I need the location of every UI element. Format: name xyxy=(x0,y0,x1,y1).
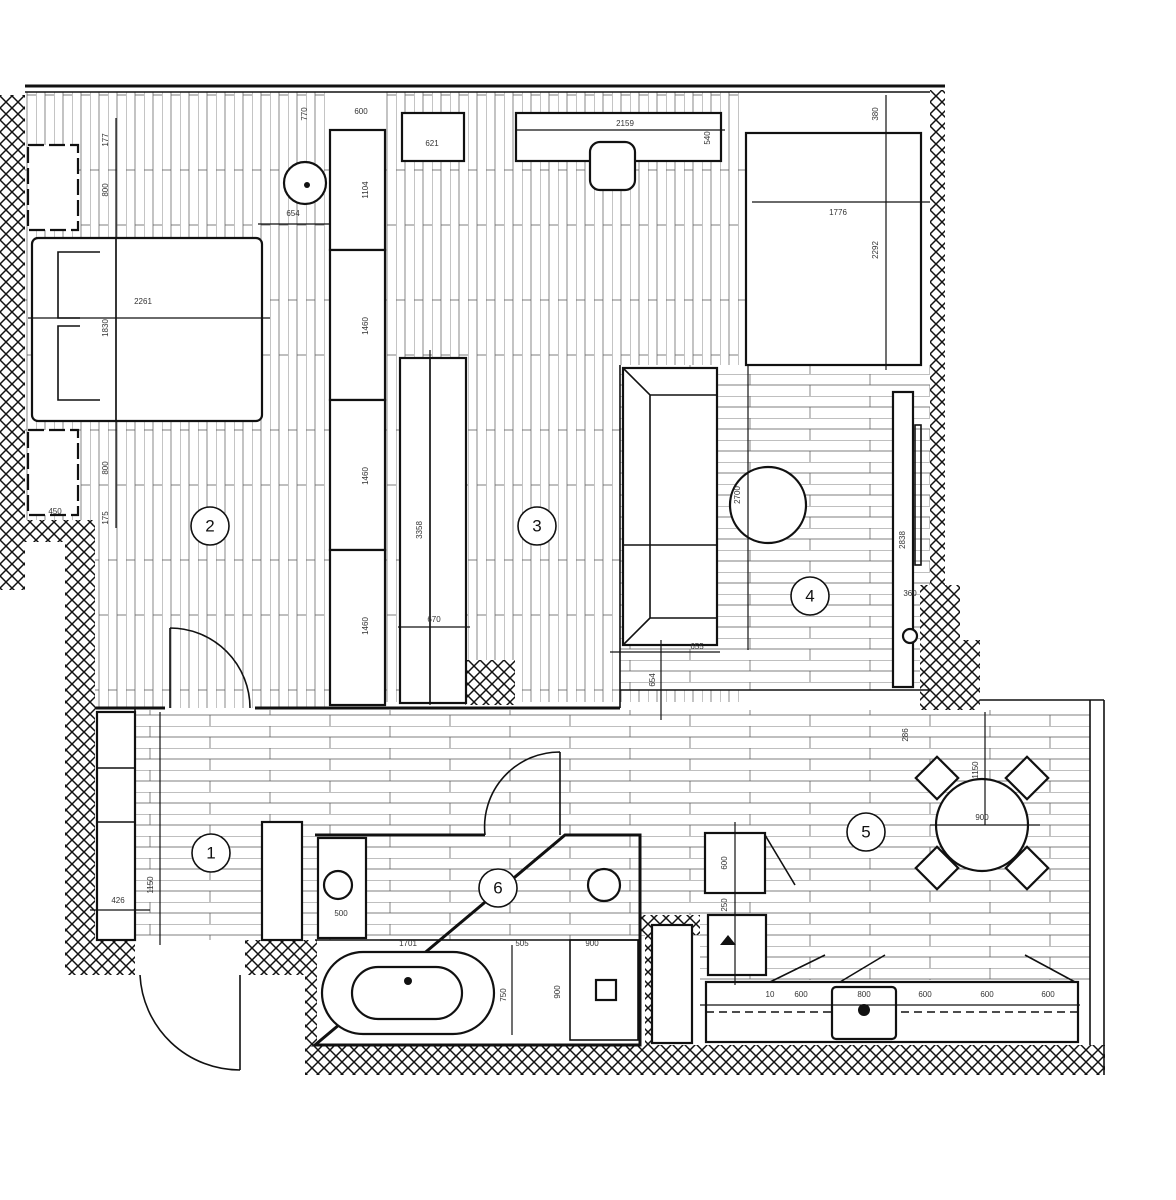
dim: 500 xyxy=(334,909,348,918)
dim: 900 xyxy=(585,939,599,948)
room-6-marker: 6 xyxy=(478,868,518,908)
dim: 1460 xyxy=(361,467,370,485)
dim-bed-width: 1830 xyxy=(101,319,110,337)
room-number: 1 xyxy=(206,844,215,863)
coffee-table xyxy=(728,465,808,545)
dim: 600 xyxy=(980,990,994,999)
dim-bed-length: 2261 xyxy=(134,297,152,306)
dim: 175 xyxy=(101,511,110,525)
dim: 750 xyxy=(499,988,508,1002)
dim: 900 xyxy=(553,985,562,999)
room-4-marker: 4 xyxy=(790,576,830,616)
dim: 800 xyxy=(101,183,110,197)
dim: 450 xyxy=(48,507,62,516)
dim: 770 xyxy=(300,107,309,121)
dim: 360 xyxy=(903,589,917,598)
dim: 286 xyxy=(901,728,910,742)
chairs xyxy=(914,755,1050,891)
dim: 654 xyxy=(286,209,300,218)
dim: 800 xyxy=(857,990,871,999)
oven xyxy=(706,913,768,977)
dim: 250 xyxy=(720,898,729,912)
bathroom-door xyxy=(483,751,561,836)
dim: 621 xyxy=(425,139,439,148)
room-number: 2 xyxy=(205,517,214,536)
dim: 1776 xyxy=(829,208,847,217)
doors xyxy=(139,627,561,1071)
dimension-lines xyxy=(28,95,1080,1035)
dim: 2700 xyxy=(733,486,742,504)
room-number: 6 xyxy=(493,879,502,898)
bedroom-furniture xyxy=(26,128,387,707)
dim: 600 xyxy=(354,107,368,116)
room-number: 5 xyxy=(861,823,870,842)
walls xyxy=(0,84,1105,1075)
dim: 177 xyxy=(101,133,110,147)
room-number: 3 xyxy=(532,517,541,536)
bedroom-door xyxy=(169,627,251,709)
room-2-marker: 2 xyxy=(190,506,230,546)
dim: 2292 xyxy=(871,241,880,259)
dim: 3358 xyxy=(415,521,424,539)
dim: 900 xyxy=(975,813,989,822)
dim: 2838 xyxy=(898,531,907,549)
living-furniture xyxy=(621,131,923,689)
kitchen xyxy=(650,831,1080,1045)
dim: 540 xyxy=(703,131,712,145)
dim: 800 xyxy=(101,461,110,475)
entrance-door xyxy=(139,974,241,1071)
dim: 1460 xyxy=(361,317,370,335)
sink xyxy=(322,869,354,901)
dim: 505 xyxy=(515,939,529,948)
dim: 600 xyxy=(918,990,932,999)
dimension-labels: 2261 1830 177 800 800 450 175 770 600 62… xyxy=(48,107,1055,1002)
dim: 600 xyxy=(1041,990,1055,999)
bathroom-fixtures xyxy=(316,836,639,1041)
toilet xyxy=(586,867,622,903)
room-markers: 1 2 3 4 5 6 xyxy=(190,506,886,908)
room-1-marker: 1 xyxy=(191,833,231,873)
dim: 600 xyxy=(720,856,729,870)
dim: 10 xyxy=(766,990,775,999)
dim: 1701 xyxy=(399,939,417,948)
dim: 670 xyxy=(427,615,441,624)
dim: 1150 xyxy=(971,761,980,779)
room-5-marker: 5 xyxy=(846,812,886,852)
dim: 600 xyxy=(794,990,808,999)
shower xyxy=(569,939,639,1041)
dining-furniture xyxy=(914,755,1050,891)
dim: 2159 xyxy=(616,119,634,128)
double-bed xyxy=(30,236,264,423)
bed-2 xyxy=(744,131,923,367)
tv-unit xyxy=(891,390,915,689)
dim: 1104 xyxy=(361,181,370,199)
study-furniture xyxy=(398,111,723,705)
dim: 1150 xyxy=(146,876,155,894)
room-3-marker: 3 xyxy=(517,506,557,546)
wardrobe xyxy=(328,128,387,252)
room-number: 4 xyxy=(805,587,814,606)
desk-chair xyxy=(588,140,637,192)
dim: 1460 xyxy=(361,617,370,635)
dim: 426 xyxy=(111,896,125,905)
shelf xyxy=(400,111,466,163)
sofa xyxy=(621,366,719,647)
dim: 380 xyxy=(871,107,880,121)
cabinet xyxy=(398,356,468,705)
dim: 654 xyxy=(648,673,657,687)
dim: 655 xyxy=(690,642,704,651)
